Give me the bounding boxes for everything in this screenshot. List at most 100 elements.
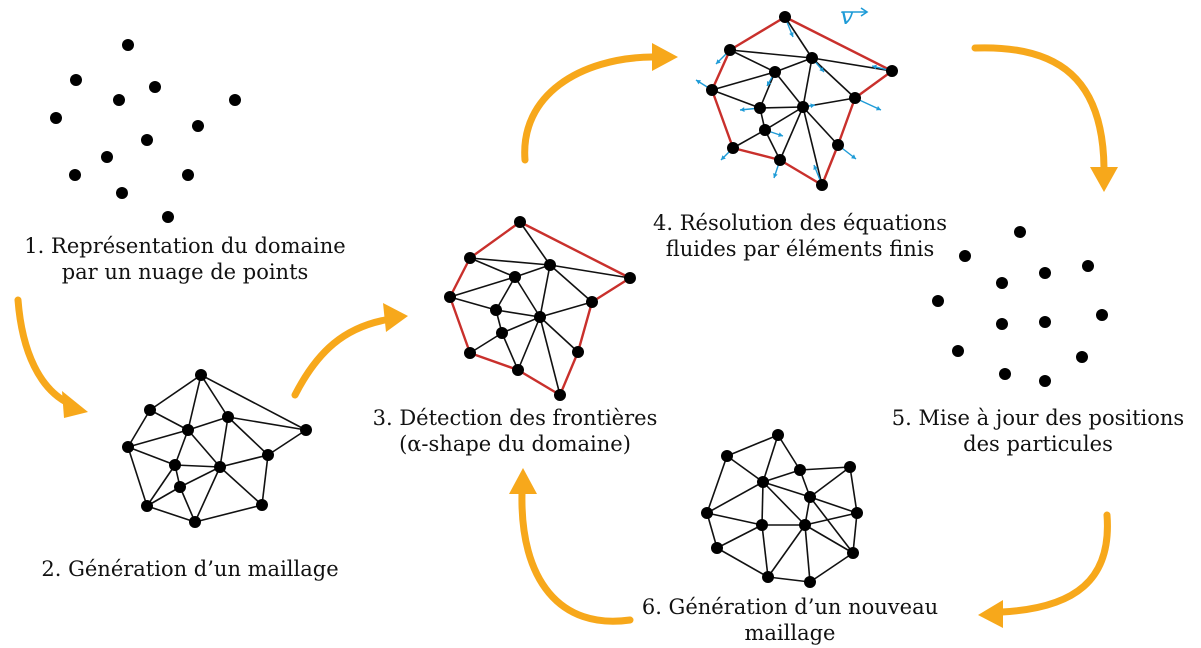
mesh6-edge-25 — [804, 524, 854, 554]
mesh3-edge-12 — [514, 276, 541, 318]
cloud1-node-7 — [141, 134, 153, 146]
step-3-line-2: (α-shape du domaine) — [399, 432, 631, 456]
step-6-label: 6. Génération d’un nouveau maillage — [600, 594, 980, 646]
mesh6-node-9 — [799, 519, 811, 531]
mesh3-node-9 — [496, 327, 508, 339]
point-cloud-step5 — [932, 226, 1108, 387]
mesh6-node-13 — [804, 576, 816, 588]
mesh-step2 — [122, 369, 312, 528]
cloud1-node-8 — [101, 151, 113, 163]
mesh2-node-3 — [222, 411, 234, 423]
mesh4-node-8 — [797, 101, 809, 113]
step-3-line-1: 3. Détection des frontières — [372, 406, 658, 430]
mesh2-edge-26 — [194, 504, 263, 523]
mesh2-node-0 — [195, 369, 207, 381]
step-1-line-2: par un nuage de points — [61, 260, 309, 284]
mesh3-node-8 — [534, 311, 546, 323]
mesh2-edge-7 — [127, 429, 189, 448]
mesh3-edge-13 — [539, 264, 551, 318]
mesh4-edge-7 — [774, 57, 813, 73]
mesh4-boundary — [710, 15, 894, 187]
cloud1-node-3 — [113, 94, 125, 106]
point-cloud-step1 — [50, 39, 241, 223]
step-6-line-1: 6. Génération d’un nouveau — [641, 595, 939, 619]
mesh6-edge-10 — [762, 481, 811, 498]
step-4-label: 4. Résolution des équations fluides par … — [625, 210, 975, 262]
mesh4-edge-11 — [759, 71, 776, 109]
mesh2-node-12 — [189, 516, 201, 528]
mesh6-edge-17 — [852, 512, 858, 554]
mesh6-node-12 — [762, 571, 774, 583]
velocity-arrowhead-11 — [721, 155, 726, 160]
mesh2-edge-5 — [127, 409, 151, 448]
mesh3-edge-16 — [539, 301, 593, 318]
velocity-arrowhead-6 — [876, 105, 881, 111]
mesh4-node-5 — [706, 84, 718, 96]
mesh2-edge-10 — [227, 416, 307, 431]
mesh2-edge-17 — [146, 464, 176, 507]
mesh4-edge-4 — [729, 49, 776, 73]
step-5-line-1: 5. Mise à jour des positions — [891, 406, 1185, 430]
cloud1-node-4 — [229, 94, 241, 106]
mesh2-node-10 — [141, 500, 153, 512]
mesh2-edge-8 — [174, 429, 189, 466]
mesh4-node-11 — [727, 142, 739, 154]
velocity-arrowhead-0 — [789, 32, 794, 37]
cloud5-node-2 — [1039, 267, 1051, 279]
mesh3-edge-19 — [501, 316, 541, 334]
mesh4-node-13 — [816, 179, 828, 191]
mesh4-node-6 — [849, 92, 861, 104]
mesh6-node-2 — [794, 464, 806, 476]
mesh6-edge-18 — [706, 512, 763, 526]
mesh4-edge-12 — [774, 71, 804, 108]
mesh2-edge-23 — [146, 486, 181, 507]
cloud1-node-11 — [116, 187, 128, 199]
mesh4-edge-6 — [811, 57, 893, 72]
mesh6-edge-29 — [809, 496, 854, 554]
velocity-arrowhead-5 — [696, 80, 701, 85]
mesh6-edge-13 — [762, 481, 806, 526]
mesh3-edge-14 — [449, 296, 497, 311]
cloud5-node-7 — [1039, 316, 1051, 328]
cloud5-node-8 — [1096, 309, 1108, 321]
mesh3-node-1 — [464, 252, 476, 264]
mesh4-edge-20 — [802, 106, 839, 146]
cloud1-node-5 — [50, 112, 62, 124]
mesh4-node-1 — [724, 44, 736, 56]
cloud1-node-10 — [182, 169, 194, 181]
velocity-symbol: v — [840, 2, 854, 30]
cloud1-node-2 — [149, 81, 161, 93]
mesh2-edge-25 — [146, 505, 196, 523]
mesh2-edge-21 — [194, 466, 221, 523]
mesh3-edge-10 — [449, 276, 516, 298]
mesh4-node-12 — [774, 154, 786, 166]
mesh2-node-6 — [169, 459, 181, 471]
cloud5-node-4 — [996, 277, 1008, 289]
mesh6-node-0 — [772, 429, 784, 441]
velocity-arrowhead-12 — [773, 173, 778, 178]
cloud1-node-6 — [192, 120, 204, 132]
mesh3-edge-11 — [495, 276, 516, 311]
mesh3-edge-20 — [539, 316, 579, 353]
mesh3-node-0 — [514, 216, 526, 228]
mesh3-node-5 — [444, 291, 456, 303]
cloud5-node-1 — [959, 250, 971, 262]
mesh4-edge-22 — [802, 106, 823, 186]
mesh4-edge-13 — [802, 57, 813, 108]
step-4-line-2: fluides par éléments finis — [665, 237, 935, 261]
mesh3-node-10 — [572, 346, 584, 358]
step-2-label: 2. Génération d’un maillage — [20, 556, 360, 582]
cloud1-node-12 — [162, 211, 174, 223]
mesh2-node-8 — [262, 449, 274, 461]
mesh6-node-3 — [844, 461, 856, 473]
mesh2-edge-9 — [187, 429, 221, 468]
mesh3-edge-28 — [495, 309, 541, 318]
mesh3-node-3 — [624, 272, 636, 284]
mesh3-node-12 — [512, 364, 524, 376]
arrow-step3-to-step4 — [521, 53, 656, 164]
mesh6-edge-15 — [809, 496, 858, 514]
mesh6-edge-8 — [809, 466, 851, 498]
mesh3-edge-6 — [549, 264, 631, 279]
mesh-boundary-step3 — [444, 216, 636, 401]
mesh6-edge-9 — [849, 466, 858, 514]
